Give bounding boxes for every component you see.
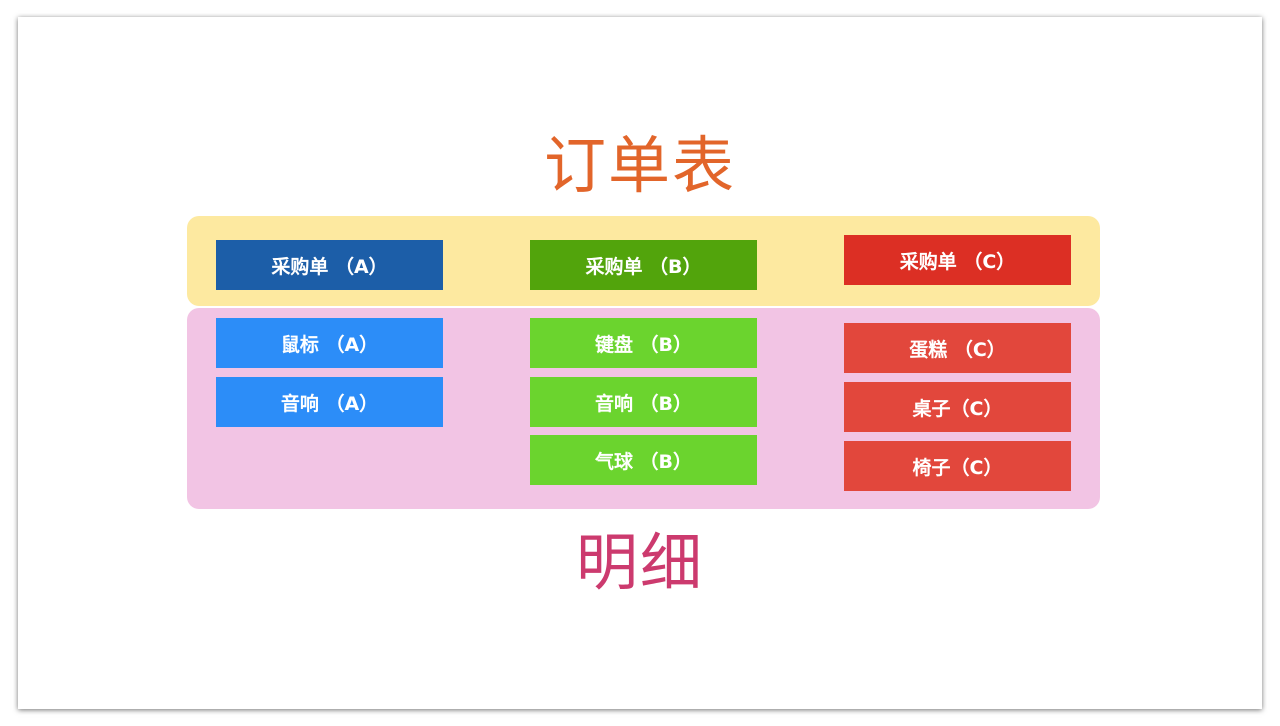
detail-box-a-1: 鼠标 （A） xyxy=(216,318,443,368)
detail-box-c-3: 椅子（C） xyxy=(844,441,1071,491)
order-table-title: 订单表 xyxy=(543,129,736,202)
details-title: 明细 xyxy=(575,526,704,599)
order-box-b: 采购单 （B） xyxy=(530,240,757,290)
order-box-a: 采购单 （A） xyxy=(216,240,443,290)
detail-box-b-2: 音响 （B） xyxy=(530,377,757,427)
detail-box-c-2: 桌子（C） xyxy=(844,382,1071,432)
detail-box-b-1: 键盘 （B） xyxy=(530,318,757,368)
detail-box-c-1: 蛋糕 （C） xyxy=(844,323,1071,373)
order-box-c: 采购单 （C） xyxy=(844,235,1071,285)
detail-box-a-2: 音响 （A） xyxy=(216,377,443,427)
detail-box-b-3: 气球 （B） xyxy=(530,435,757,485)
